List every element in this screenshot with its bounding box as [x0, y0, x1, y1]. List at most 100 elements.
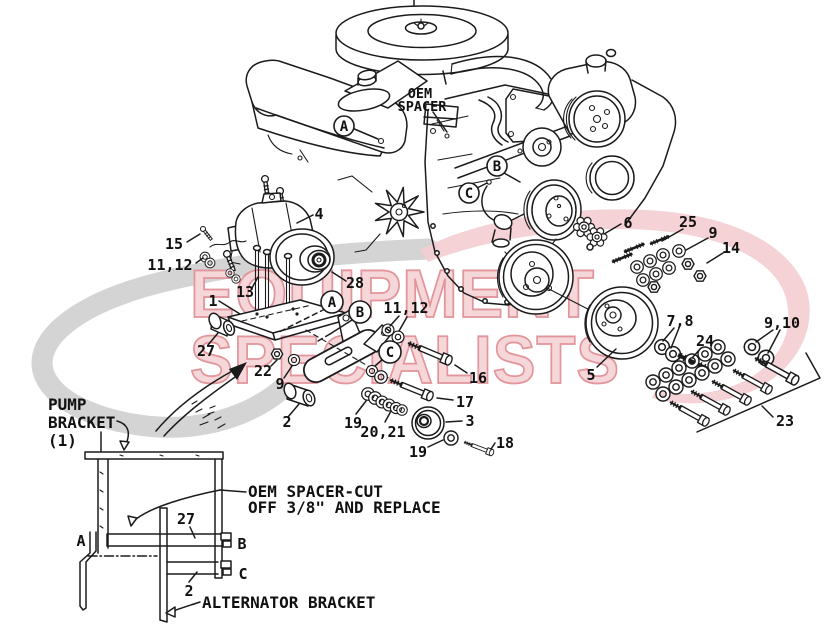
callout-letter-C: C — [465, 186, 473, 202]
part-label-27: 27 — [197, 342, 215, 360]
power-steering-pump — [505, 48, 637, 148]
oem-spacer-label-line1: OEM — [408, 86, 432, 102]
part-label-2: 2 — [282, 413, 291, 431]
callout-circle-B — [348, 300, 372, 324]
bracket-low-bar — [166, 561, 219, 575]
part-label-5: 5 — [586, 366, 595, 384]
position-a-dot — [377, 137, 385, 145]
engine-block — [424, 79, 677, 306]
vent-cap-icon — [357, 69, 377, 81]
pump-bracket-label-line3: (1) — [48, 431, 77, 450]
part-label-11,12: 11,12 — [383, 299, 428, 317]
leader-lines — [186, 111, 781, 450]
part-label-25: 25 — [679, 213, 697, 231]
part-label-18: 18 — [496, 434, 514, 452]
part-label-7,8: 7,8 — [666, 312, 693, 330]
front-pulley — [523, 179, 582, 263]
alternator-assembly — [198, 174, 496, 458]
cut-note-line1: OEM SPACER-CUT — [248, 482, 383, 501]
water-pump-pulley — [522, 127, 562, 167]
bolt-c-icon — [220, 560, 232, 576]
screw-15-icon — [198, 224, 214, 242]
carburetor-spacer — [423, 103, 459, 139]
part-label-24: 24 — [696, 332, 714, 350]
watermark: EQUIPMENT SPECIALISTS — [31, 209, 810, 438]
pulley-5 — [584, 286, 659, 360]
callout-letter-A: A — [340, 119, 349, 135]
part-label-3: 3 — [465, 412, 474, 430]
ps-pump-pulley — [568, 90, 626, 148]
alternator-bracket-plate — [159, 507, 168, 623]
spacer-2 — [283, 382, 316, 407]
part-label-6: 6 — [623, 214, 632, 232]
part-label-14: 14 — [722, 239, 740, 257]
scribble-arrow — [155, 362, 247, 437]
oem-spacer-label-line2: SPACER — [398, 99, 448, 115]
part-label-27: 27 — [177, 510, 195, 528]
annotations: OEM SPACER PUMP BRACKET (1) OEM SPACER-C… — [48, 86, 447, 612]
cut-note-line2: OFF 3/8" AND REPLACE — [248, 498, 441, 517]
group-23-bracket-line — [696, 352, 821, 433]
water-pump — [481, 185, 525, 248]
spacer-27 — [208, 312, 236, 337]
alternator-body — [227, 192, 314, 269]
bracket-top-bar — [84, 451, 224, 460]
part-label-28: 28 — [346, 274, 364, 292]
wing-nut-icon — [417, 22, 425, 30]
callout-circle-A — [333, 115, 355, 137]
part-label-11,12: 11,12 — [147, 256, 192, 274]
wiring-squiggle — [209, 240, 247, 248]
callout-circle-A — [320, 290, 344, 314]
pump-bracket-label-line1: PUMP — [48, 395, 87, 414]
position-c-dot — [486, 179, 492, 185]
part-label-23: 23 — [776, 412, 794, 430]
detail-letters: A BC — [76, 532, 247, 583]
detail-letter-B: B — [237, 535, 246, 553]
pulley-28 — [269, 228, 335, 286]
heater-hose — [450, 55, 556, 111]
part-label-2: 2 — [184, 582, 193, 600]
callout-letter-B: B — [493, 159, 501, 175]
part-label-9,10: 9,10 — [764, 314, 800, 332]
engine-idler-pulley — [585, 155, 635, 201]
detail-letter-C: C — [238, 565, 247, 583]
callout-letter-B: B — [356, 305, 364, 321]
crank-pulley — [496, 239, 612, 322]
part-label-16: 16 — [469, 369, 487, 387]
bracket-detail-view — [79, 420, 247, 623]
part-label-22: 22 — [254, 362, 272, 380]
spacer-6 — [572, 216, 608, 251]
idler-pulley-3 — [411, 406, 445, 440]
callout-circle-B — [486, 155, 508, 177]
bracket-right-bar — [214, 458, 223, 579]
mounting-plate-1 — [227, 299, 347, 341]
part-label-4: 4 — [314, 205, 323, 223]
engine-fan — [337, 175, 425, 253]
valve-cover — [245, 59, 408, 163]
pump-bracket-label-line2: BRACKET — [48, 413, 115, 432]
bolt-b-icon — [220, 532, 232, 548]
part-label-19: 19 — [409, 443, 427, 461]
bracket-mid-bar — [106, 533, 223, 547]
hardware-25-9-14 — [609, 232, 707, 293]
callout-circle-C — [458, 182, 480, 204]
air-cleaner-snorkel — [337, 60, 428, 112]
bypass-hose — [478, 96, 509, 146]
callout-letter-A: A — [328, 295, 337, 311]
part-label-9: 9 — [275, 375, 284, 393]
part-label-9: 9 — [708, 224, 717, 242]
detail-letter-A: A — [76, 532, 85, 550]
part-label-13: 13 — [236, 283, 254, 301]
alternator-bracket-label: ALTERNATOR BRACKET — [202, 593, 375, 612]
hardware-cluster-right — [645, 338, 821, 433]
part-label-19: 19 — [344, 414, 362, 432]
bolt-18-icon — [462, 438, 496, 458]
cut-note-leader — [135, 489, 221, 520]
part-label-15: 15 — [165, 235, 183, 253]
part-label-1: 1 — [208, 292, 217, 310]
callout-circle-C — [378, 340, 402, 364]
